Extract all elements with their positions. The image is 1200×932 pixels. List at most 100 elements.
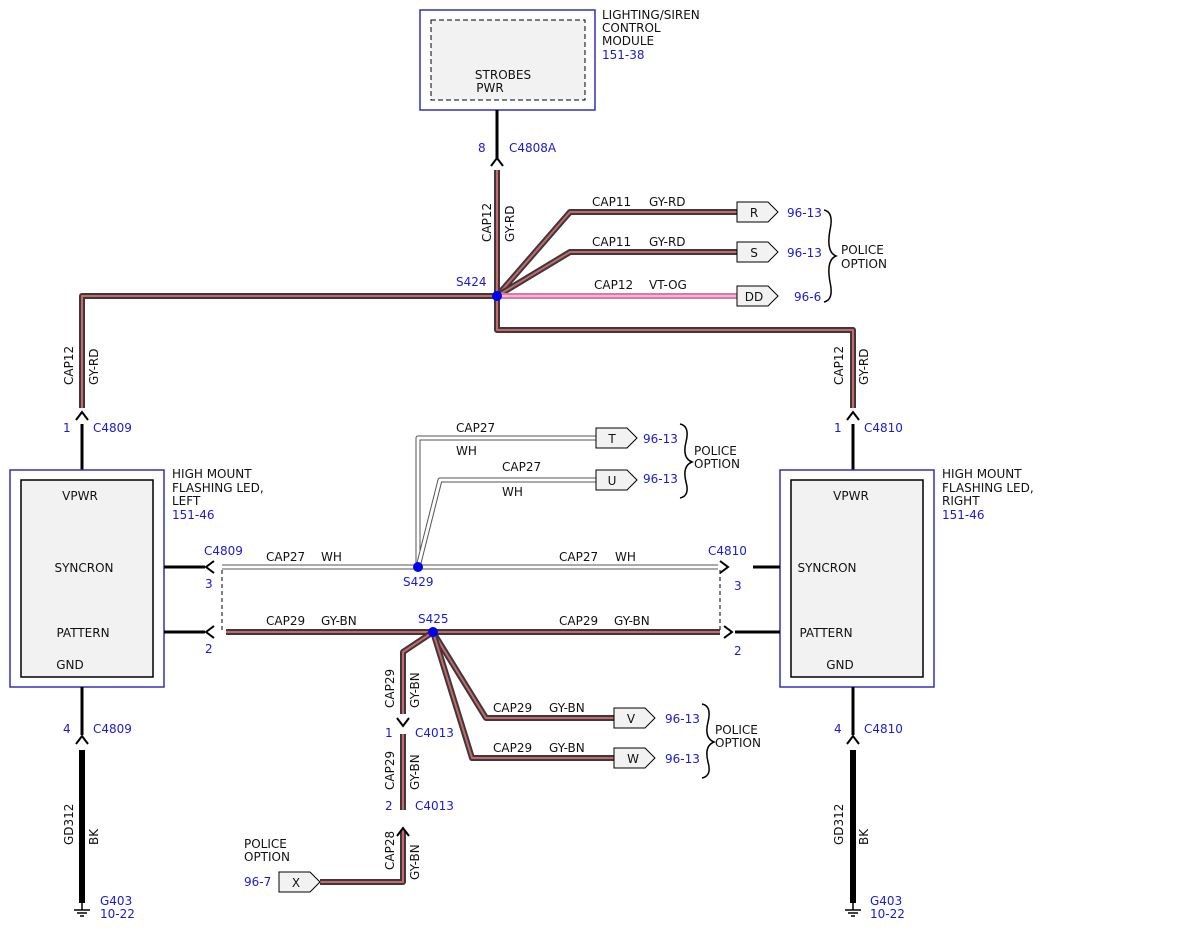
right-drop-pin: 1 xyxy=(834,421,842,435)
left-led-title-3: LEFT xyxy=(172,494,201,508)
connector-c4013-icon xyxy=(396,717,410,728)
tag-v-label: V xyxy=(627,712,636,726)
connector-c4808a-icon xyxy=(490,156,504,167)
s425-bottom-circuit: CAP28 xyxy=(383,831,397,870)
tag-dd[interactable]: DD xyxy=(736,285,779,307)
s424-option-2: OPTION xyxy=(841,257,887,271)
s424-wires xyxy=(79,170,856,408)
right-gnd-connector-icon xyxy=(846,734,860,745)
s425-left-circuit: CAP29 xyxy=(266,614,305,628)
tag-w-label: W xyxy=(627,752,639,766)
right-ground-id: G403 xyxy=(870,894,902,908)
tag-v-ref: 96-13 xyxy=(665,712,700,726)
s424-r-circuit: CAP11 xyxy=(592,195,631,209)
left-gnd-color: BK xyxy=(87,828,101,845)
s425-option-1: POLICE xyxy=(715,723,758,737)
tag-s[interactable]: S xyxy=(736,241,779,263)
s424-up-circuit: CAP12 xyxy=(480,203,494,242)
tag-s-label: S xyxy=(750,246,758,260)
tag-dd-label: DD xyxy=(745,290,763,304)
bottom-option-2: OPTION xyxy=(244,850,290,864)
tag-u-label: U xyxy=(608,474,617,488)
tag-dd-ref: 96-6 xyxy=(794,290,821,304)
s429-u-color: WH xyxy=(502,485,523,499)
s424-dd-color: VT-OG xyxy=(649,278,687,292)
s429-t-circuit: CAP27 xyxy=(456,421,495,435)
module-ref: 151-38 xyxy=(602,48,645,62)
c4013-pin-2: 2 xyxy=(385,799,393,813)
s424-option-1: POLICE xyxy=(841,243,884,257)
left-pin-vpwr: VPWR xyxy=(62,489,98,503)
right-pin-syncron: SYNCRON xyxy=(797,561,856,575)
s425-right-color: GY-BN xyxy=(614,614,650,628)
s425-right-circuit: CAP29 xyxy=(559,614,598,628)
left-drop-connector: C4809 xyxy=(93,421,132,435)
ground-icon xyxy=(74,903,90,917)
left-gnd-connector: C4809 xyxy=(93,722,132,736)
module-title-2: CONTROL xyxy=(602,21,661,35)
tag-v[interactable]: V xyxy=(613,707,656,729)
left-drop-pin: 1 xyxy=(63,421,71,435)
s424-s-circuit: CAP11 xyxy=(592,235,631,249)
module-title-3: MODULE xyxy=(602,34,654,48)
s429-option-2: OPTION xyxy=(694,457,740,471)
tag-u[interactable]: U xyxy=(595,469,638,491)
splice-s424-label: S424 xyxy=(456,275,487,289)
right-gnd-connector: C4810 xyxy=(864,722,903,736)
s424-r-color: GY-RD xyxy=(649,195,686,209)
s429-left-circuit: CAP27 xyxy=(266,550,305,564)
bottom-option-1: POLICE xyxy=(244,837,287,851)
s429-right-circuit: CAP27 xyxy=(559,550,598,564)
left-gnd-connector-icon xyxy=(75,734,89,745)
left-led-module xyxy=(9,469,165,688)
c4808a-pin: 8 xyxy=(478,141,486,155)
s429-wires xyxy=(222,435,718,570)
s425-down-circuit: CAP29 xyxy=(383,669,397,708)
s425-bottom-color: GY-BN xyxy=(408,844,422,880)
tag-w[interactable]: W xyxy=(613,747,656,769)
right-ground-ref: 10-22 xyxy=(870,907,905,921)
tag-t-label: T xyxy=(607,432,616,446)
left-pattern-connector-icon xyxy=(204,625,215,639)
s424-dd-circuit: CAP12 xyxy=(594,278,633,292)
tag-t-ref: 96-13 xyxy=(643,432,678,446)
tag-t[interactable]: T xyxy=(595,427,638,449)
s424-s-color: GY-RD xyxy=(649,235,686,249)
s429-u-circuit: CAP27 xyxy=(502,460,541,474)
left-pin-syncron: SYNCRON xyxy=(54,561,113,575)
left-ground-id: G403 xyxy=(100,894,132,908)
brace-icon xyxy=(823,209,839,303)
module-pin-label-2: PWR xyxy=(476,81,503,95)
tag-r[interactable]: R xyxy=(736,201,779,223)
right-led-module xyxy=(779,469,935,688)
module-pin-label-1: STROBES xyxy=(475,68,531,82)
s425-down-color: GY-BN xyxy=(408,672,422,708)
s429-t-color: WH xyxy=(456,444,477,458)
left-drop-circuit: CAP12 xyxy=(62,346,76,385)
c4013-connector-2: C4013 xyxy=(415,799,454,813)
splice-s429-label: S429 xyxy=(403,575,434,589)
right-pattern-connector-icon xyxy=(723,625,734,639)
c4808a-label: C4808A xyxy=(509,141,557,155)
left-pin-gnd: GND xyxy=(56,658,84,672)
right-led-title-2: FLASHING LED, xyxy=(942,481,1034,495)
right-sync-connector: C4810 xyxy=(708,544,747,558)
right-pin-vpwr: VPWR xyxy=(833,489,869,503)
module-title-1: LIGHTING/SIREN xyxy=(602,8,700,22)
left-pattern-pin: 2 xyxy=(205,642,213,656)
ground-icon xyxy=(845,903,861,917)
tag-w-ref: 96-13 xyxy=(665,752,700,766)
s425-v-color: GY-BN xyxy=(549,701,585,715)
right-sync-connector-icon xyxy=(719,560,730,574)
left-led-title-1: HIGH MOUNT xyxy=(172,467,252,481)
tag-x-label: X xyxy=(292,876,300,890)
tag-x[interactable]: X xyxy=(278,871,321,893)
s424-up-color: GY-RD xyxy=(503,205,517,242)
s425-w-color: GY-BN xyxy=(549,741,585,755)
tag-x-ref: 96-7 xyxy=(244,875,271,889)
s425-v-circuit: CAP29 xyxy=(493,701,532,715)
s425-option-2: OPTION xyxy=(715,736,761,750)
tag-r-label: R xyxy=(750,206,758,220)
left-ground-ref: 10-22 xyxy=(100,907,135,921)
